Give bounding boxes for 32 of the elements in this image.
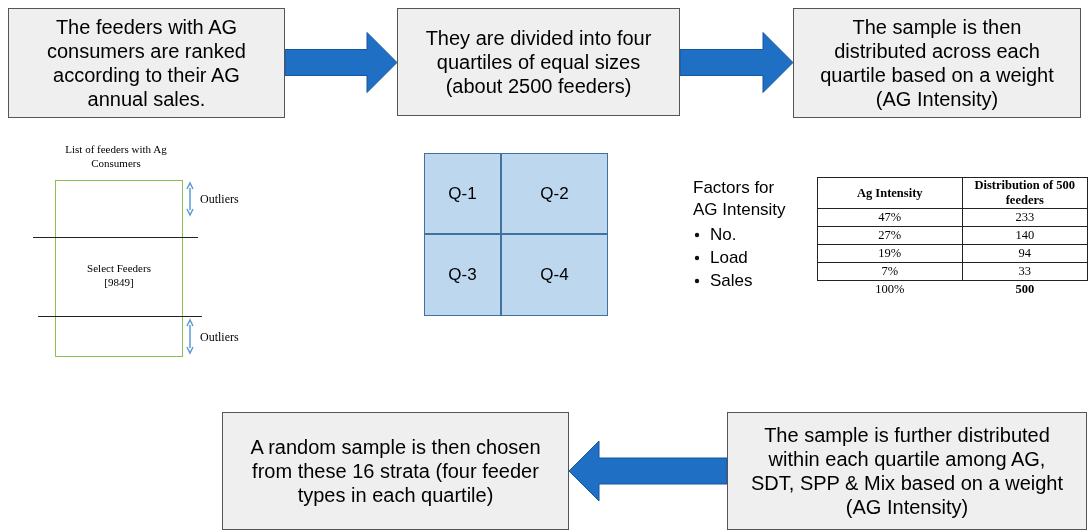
process-box: A random sample is then chosen from these 16 strata (four feeder types in each quartile) bbox=[222, 412, 569, 530]
box-heading: List of feeders with Ag Consumers bbox=[64, 142, 168, 170]
table-cell: 47% bbox=[817, 208, 963, 227]
block-arrow bbox=[284, 32, 398, 93]
table-cell: 19% bbox=[817, 244, 963, 263]
table-cell: 7% bbox=[817, 262, 963, 281]
quartile-cell: Q-4 bbox=[501, 234, 608, 316]
table-cell: 140 bbox=[962, 226, 1088, 245]
table-header-cell: Ag Intensity bbox=[817, 177, 963, 209]
block-arrow bbox=[679, 32, 794, 93]
table-header-cell: Distribution of 500 feeders bbox=[962, 177, 1088, 209]
factors-heading: Factors for AG Intensity bbox=[693, 177, 787, 221]
table-cell: 100% bbox=[817, 280, 963, 298]
process-box: The feeders with AG consumers are ranked according to their AG annual sales. bbox=[8, 8, 285, 118]
bullet-item: Load bbox=[710, 247, 748, 269]
outlier-label: Outliers bbox=[200, 192, 239, 207]
box-text: Select Feeders [9849] bbox=[86, 261, 152, 289]
quartile-cell: Q-3 bbox=[424, 234, 501, 316]
bullet-item: Sales bbox=[710, 270, 753, 292]
table-cell: 27% bbox=[817, 226, 963, 245]
table-cell: 500 bbox=[962, 280, 1088, 298]
process-box: The sample is then distributed across each quartile based on a weight (AG Intensity) bbox=[793, 8, 1081, 118]
bullet-item: No. bbox=[710, 224, 737, 246]
outlier-label: Outliers bbox=[200, 330, 239, 345]
table-cell: 94 bbox=[962, 244, 1088, 263]
process-box: They are divided into four quartiles of equal sizes (about 2500 feeders) bbox=[397, 8, 680, 116]
process-box: The sample is further distributed within each quartile among AG, SDT, SPP & Mix based on a weight (AG Intensity) bbox=[727, 412, 1087, 530]
quartile-cell: Q-1 bbox=[424, 153, 501, 234]
table-cell: 33 bbox=[962, 262, 1088, 281]
quartile-cell: Q-2 bbox=[501, 153, 608, 234]
table-cell: 233 bbox=[962, 208, 1088, 227]
block-arrow bbox=[568, 440, 728, 502]
